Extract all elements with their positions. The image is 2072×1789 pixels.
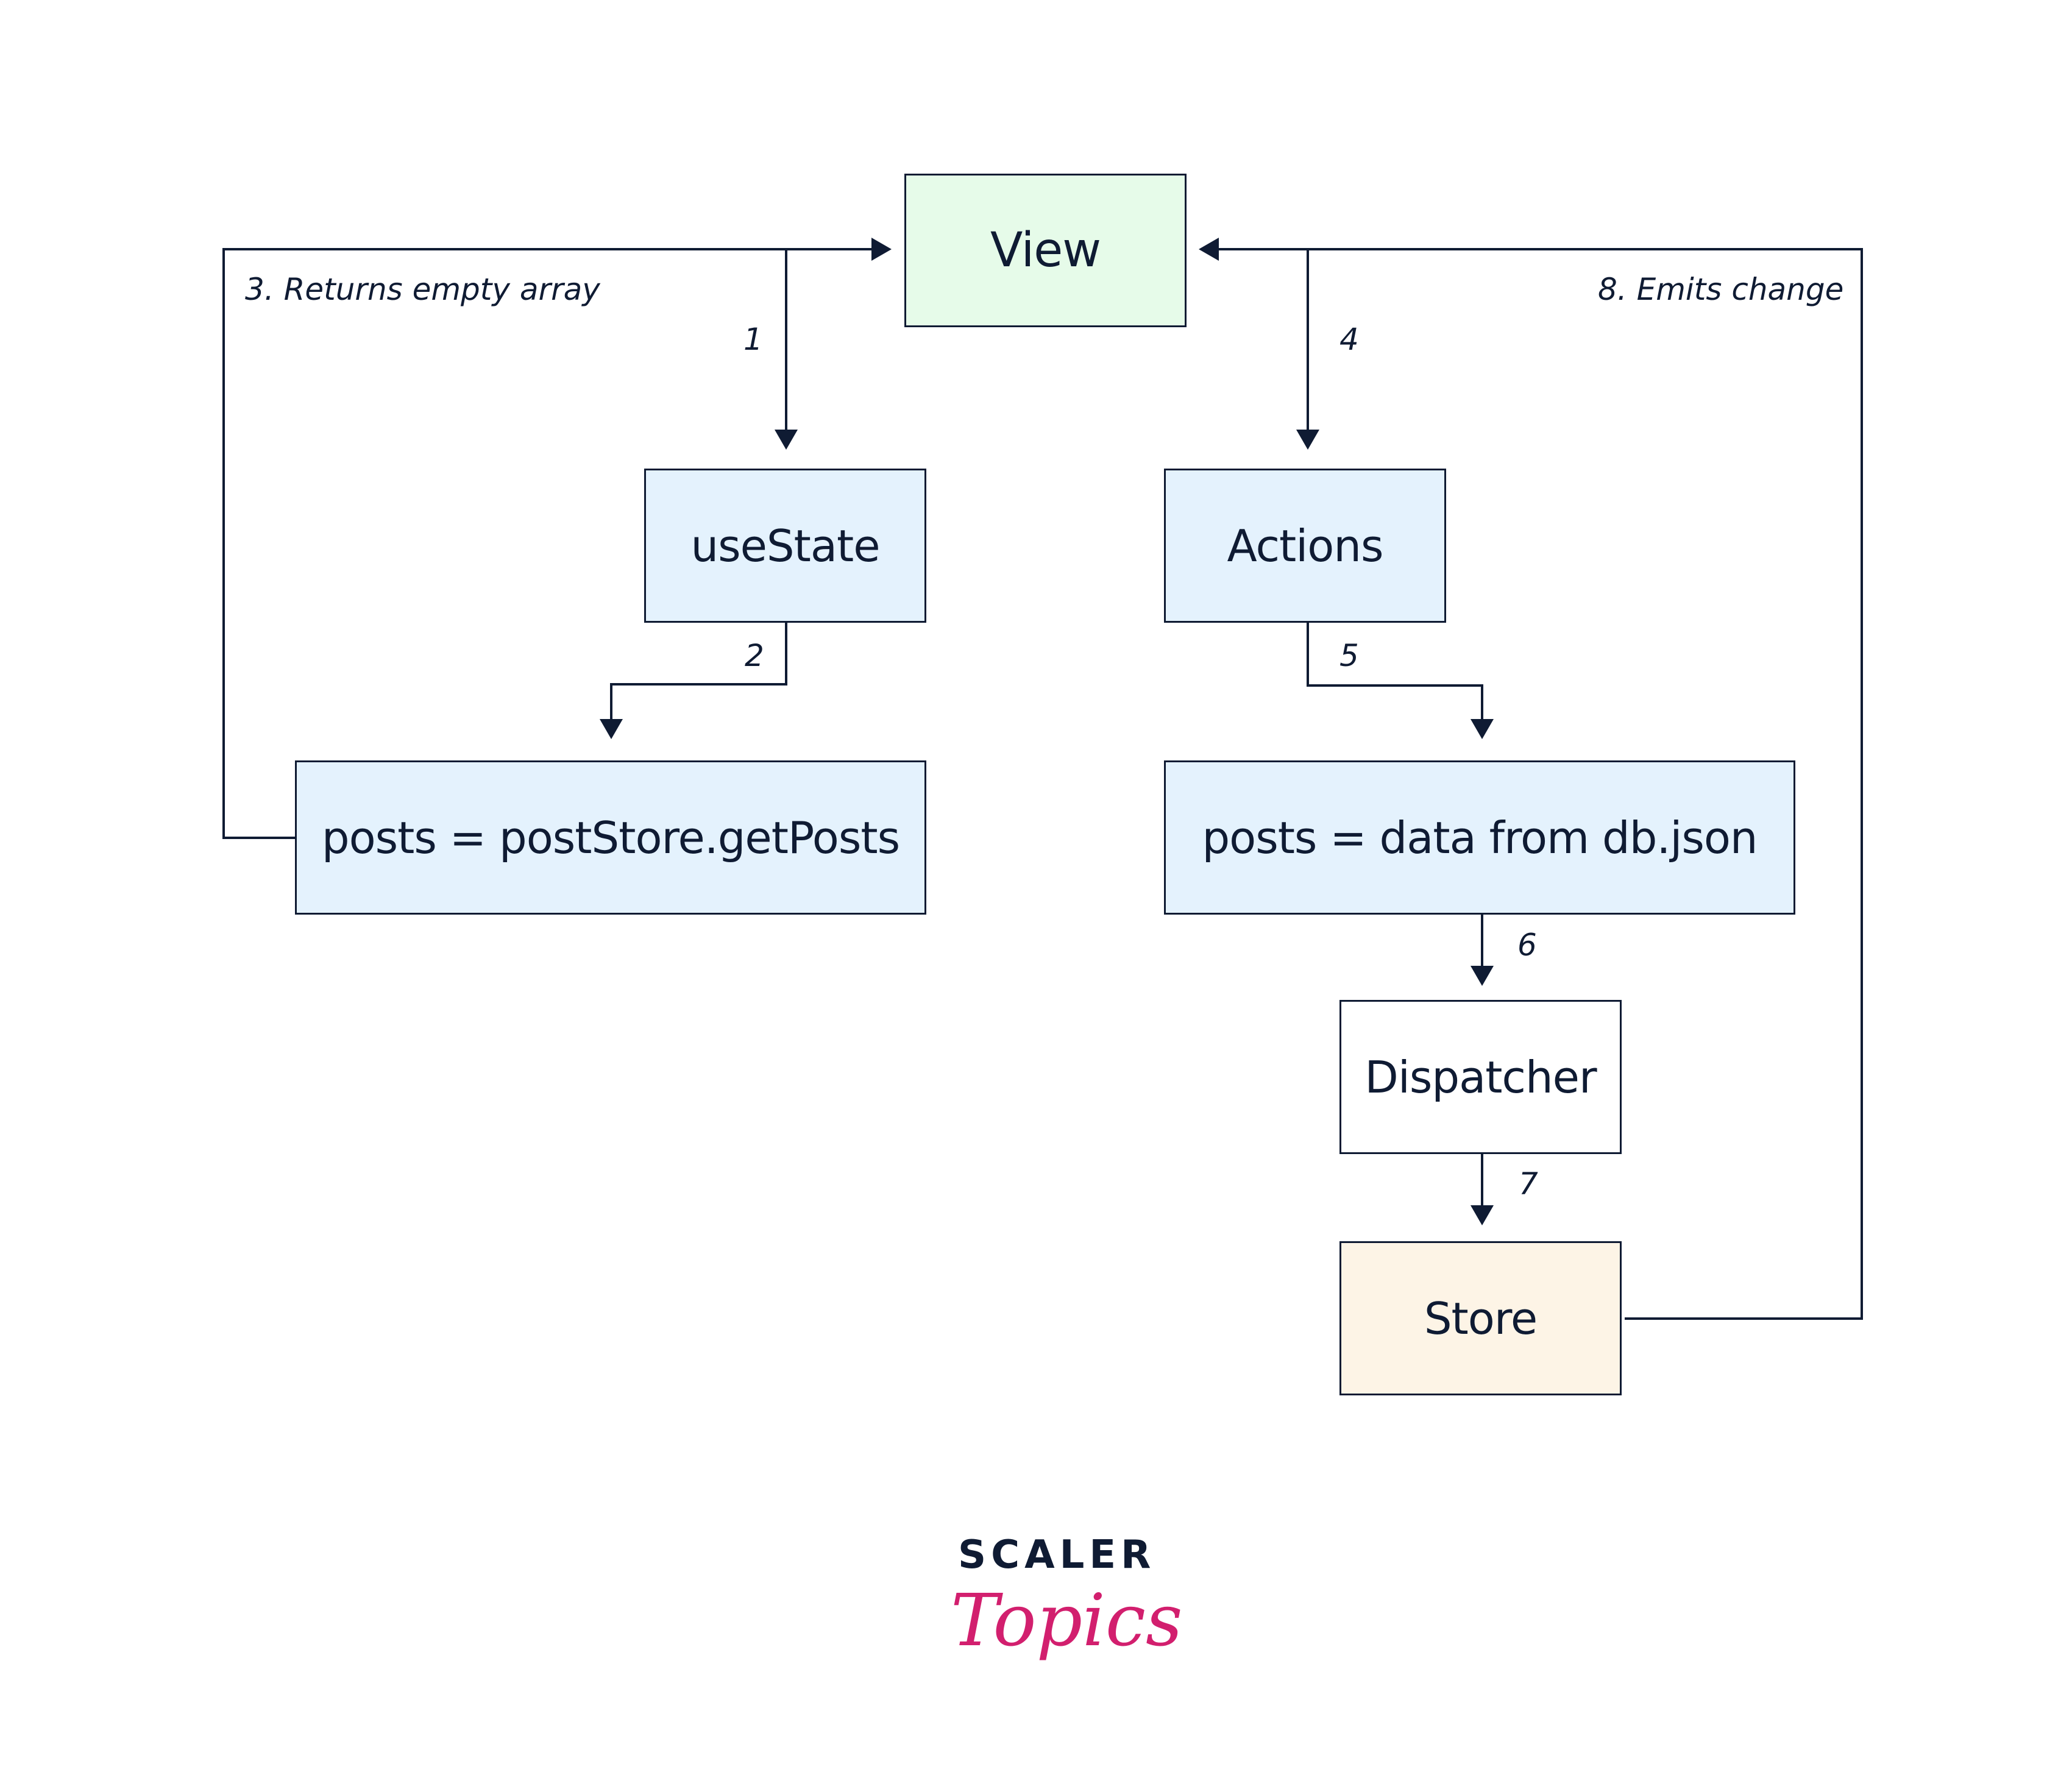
edge-3-arrowhead [871, 238, 892, 261]
edge-4-arrowhead [1296, 430, 1319, 450]
edge-8-arrowhead [1199, 238, 1219, 261]
edge-5-label: 5 [1339, 638, 1359, 673]
usestate-node: useState [644, 469, 926, 623]
edge-6-arrowhead [1471, 966, 1494, 986]
edge-2-label: 2 [745, 638, 764, 673]
edge-1-arrowhead [775, 430, 798, 450]
dispatcher-node: Dispatcher [1339, 1000, 1622, 1154]
view-node: View [904, 174, 1187, 327]
posts-store-node: posts = postStore.getPosts [295, 760, 926, 915]
edge-8-line [1219, 248, 1863, 1320]
edge-2-line [610, 623, 787, 719]
edge-5-arrowhead [1471, 719, 1494, 739]
edge-3-line [222, 248, 871, 839]
edge-8-label: 8. Emits change [1598, 272, 1844, 307]
actions-node: Actions [1164, 469, 1446, 623]
edge-7-arrowhead [1471, 1205, 1494, 1225]
edge-1-label: 1 [743, 322, 763, 357]
edge-6-label: 6 [1517, 927, 1537, 963]
posts-data-node: posts = data from db.json [1164, 760, 1795, 915]
logo-wordmark-script: Topics [951, 1578, 1183, 1662]
edge-5-line [1307, 623, 1483, 719]
edge-2-arrowhead [600, 719, 623, 739]
edge-7-label: 7 [1519, 1166, 1538, 1202]
edge-3-label: 3. Returns empty array [245, 272, 600, 307]
logo-wordmark-top: SCALER [958, 1532, 1156, 1578]
edge-4-label: 4 [1339, 322, 1359, 357]
store-node: Store [1339, 1241, 1622, 1395]
